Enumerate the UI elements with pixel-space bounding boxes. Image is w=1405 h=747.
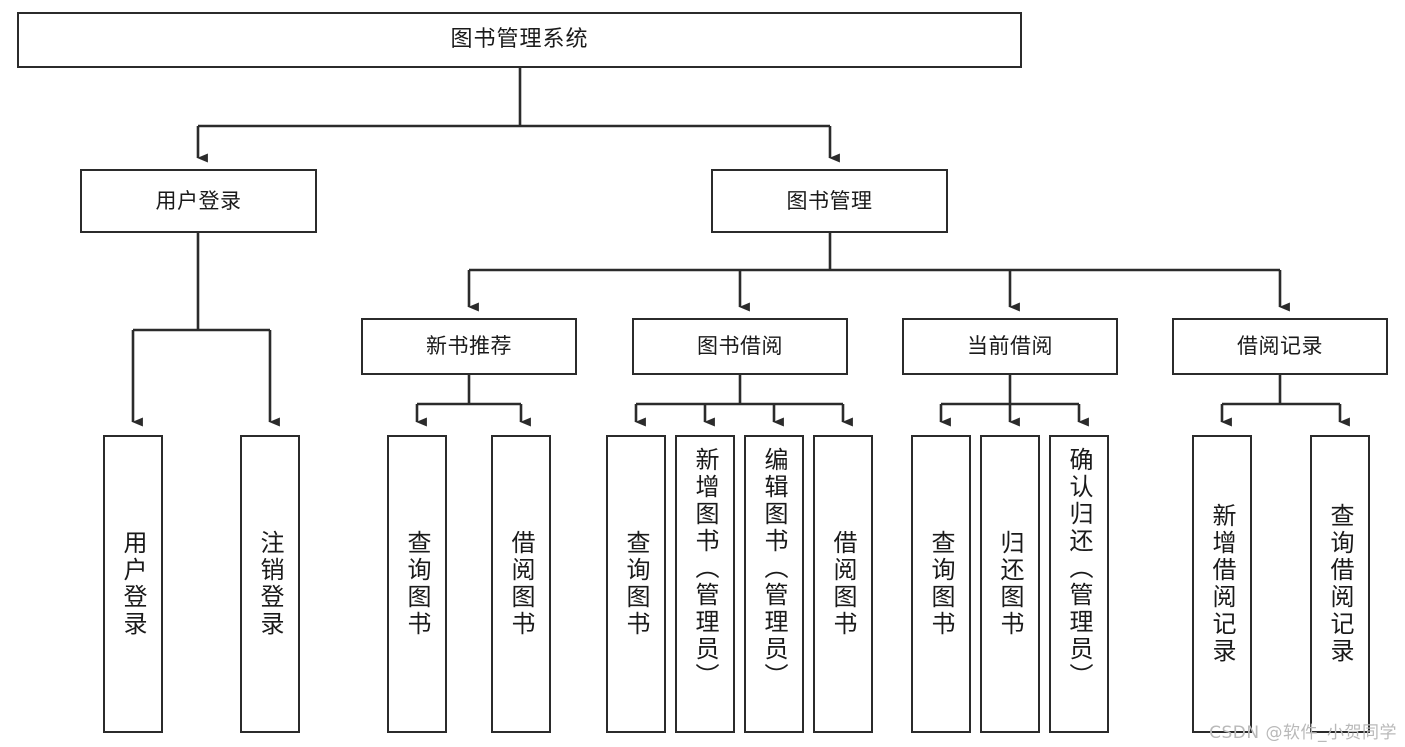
node-new-book-recommend-label: 新书推荐 xyxy=(426,334,512,359)
node-book-manage[interactable]: 图书管理 xyxy=(711,169,948,233)
node-current-borrow-label: 当前借阅 xyxy=(967,334,1053,359)
node-user-login-label: 用户登录 xyxy=(155,188,242,213)
node-leaf-return-book-label: 归还图书 xyxy=(996,530,1024,638)
node-leaf-return-book[interactable]: 归还图书 xyxy=(980,435,1040,733)
node-borrow-record-label: 借阅记录 xyxy=(1237,334,1323,359)
node-book-borrow-label: 图书借阅 xyxy=(697,334,783,359)
node-leaf-confirm-return-label: 确认归还（管理员） xyxy=(1065,447,1093,690)
node-leaf-edit-book[interactable]: 编辑图书（管理员） xyxy=(744,435,804,733)
node-leaf-query-book-3-label: 查询图书 xyxy=(927,530,955,638)
node-book-manage-label: 图书管理 xyxy=(786,188,873,213)
node-leaf-borrow-book-1-label: 借阅图书 xyxy=(507,530,535,638)
csdn-watermark: CSDN @软件_小贺同学 xyxy=(1209,723,1397,743)
node-current-borrow[interactable]: 当前借阅 xyxy=(902,318,1118,375)
node-root-book-management-system[interactable]: 图书管理系统 xyxy=(17,12,1022,68)
node-leaf-query-book-1[interactable]: 查询图书 xyxy=(387,435,447,733)
node-leaf-query-book-2-label: 查询图书 xyxy=(622,530,650,638)
node-leaf-confirm-return[interactable]: 确认归还（管理员） xyxy=(1049,435,1109,733)
node-book-borrow[interactable]: 图书借阅 xyxy=(632,318,848,375)
node-leaf-query-record-label: 查询借阅记录 xyxy=(1326,503,1354,665)
node-leaf-logout[interactable]: 注销登录 xyxy=(240,435,300,733)
node-leaf-logout-label: 注销登录 xyxy=(256,530,284,638)
node-user-login[interactable]: 用户登录 xyxy=(80,169,317,233)
node-leaf-add-book[interactable]: 新增图书（管理员） xyxy=(675,435,735,733)
node-leaf-borrow-book-1[interactable]: 借阅图书 xyxy=(491,435,551,733)
node-leaf-query-book-1-label: 查询图书 xyxy=(403,530,431,638)
node-leaf-borrow-book-2[interactable]: 借阅图书 xyxy=(813,435,873,733)
node-leaf-user-login[interactable]: 用户登录 xyxy=(103,435,163,733)
node-leaf-query-book-3[interactable]: 查询图书 xyxy=(911,435,971,733)
node-leaf-query-record[interactable]: 查询借阅记录 xyxy=(1310,435,1370,733)
node-new-book-recommend[interactable]: 新书推荐 xyxy=(361,318,577,375)
node-leaf-user-login-label: 用户登录 xyxy=(119,530,147,638)
node-borrow-record[interactable]: 借阅记录 xyxy=(1172,318,1388,375)
node-leaf-borrow-book-2-label: 借阅图书 xyxy=(829,530,857,638)
node-root-label: 图书管理系统 xyxy=(450,27,589,53)
node-leaf-add-record-label: 新增借阅记录 xyxy=(1208,503,1236,665)
node-leaf-add-record[interactable]: 新增借阅记录 xyxy=(1192,435,1252,733)
node-leaf-query-book-2[interactable]: 查询图书 xyxy=(606,435,666,733)
node-leaf-add-book-label: 新增图书（管理员） xyxy=(691,447,719,690)
node-leaf-edit-book-label: 编辑图书（管理员） xyxy=(760,447,788,690)
